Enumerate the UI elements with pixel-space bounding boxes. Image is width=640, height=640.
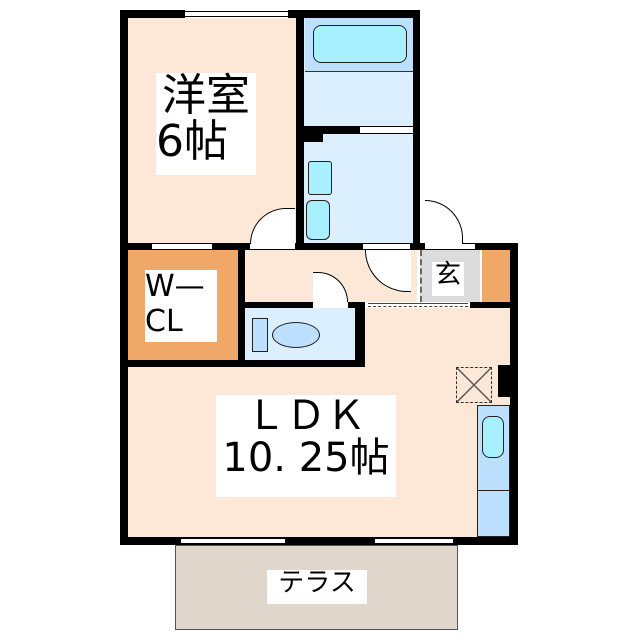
ldk-size: 10. 25帖 bbox=[222, 435, 390, 481]
walk-in-closet-label: W— CL bbox=[145, 269, 217, 342]
kitchen-sink-icon bbox=[482, 416, 504, 458]
bedroom-door[interactable] bbox=[250, 244, 295, 249]
ldk-label: ＬＤＫ 10. 25帖 bbox=[216, 395, 396, 497]
window-top bbox=[185, 11, 288, 17]
entrance-door-swing bbox=[425, 200, 463, 244]
terrace-name: テラス bbox=[278, 568, 356, 598]
toilet-bowl-icon bbox=[272, 322, 320, 348]
ldk-name: ＬＤＫ bbox=[246, 393, 366, 439]
western-room-name: 洋室 bbox=[162, 70, 250, 121]
wall-pillar bbox=[303, 126, 323, 142]
window-bottom-left bbox=[181, 538, 285, 544]
washroom-door[interactable] bbox=[363, 244, 410, 249]
shoe-storage bbox=[482, 250, 510, 302]
wall-bottom bbox=[120, 537, 518, 545]
wall-top-right bbox=[288, 10, 420, 18]
wall-top-left bbox=[120, 10, 185, 18]
wall-bath-right bbox=[413, 10, 420, 250]
wic-line2: CL bbox=[145, 303, 183, 339]
toilet-tank-icon bbox=[252, 318, 268, 352]
wall-bedroom-right bbox=[296, 10, 304, 250]
toilet-door[interactable] bbox=[313, 302, 348, 308]
entrance-door[interactable] bbox=[425, 244, 475, 249]
entrance-label: 玄 bbox=[432, 260, 464, 296]
window-bottom-right bbox=[375, 538, 453, 544]
washbasin-icon bbox=[308, 161, 332, 195]
wall-hall-bottom bbox=[245, 302, 365, 308]
bath-door[interactable] bbox=[360, 127, 413, 133]
western-room-size: 6帖 bbox=[156, 116, 228, 168]
kitchen-divider bbox=[477, 490, 510, 537]
western-room-label: 洋室 6帖 bbox=[156, 70, 256, 175]
refrigerator-space-icon bbox=[456, 367, 492, 403]
closet-door-top[interactable] bbox=[152, 244, 212, 249]
entrance-name: 玄 bbox=[434, 260, 461, 290]
wall-entrance-bottom bbox=[470, 302, 518, 308]
wall-outer-left bbox=[120, 10, 128, 545]
wall-outer-right bbox=[510, 243, 518, 545]
bathtub-icon bbox=[313, 25, 407, 63]
wic-line1: W— bbox=[145, 269, 205, 304]
wall-closet-bottom bbox=[120, 360, 365, 367]
wall-toilet-right bbox=[355, 302, 365, 367]
wall-closet-right bbox=[238, 250, 245, 367]
wall-bath-wash bbox=[303, 126, 413, 134]
entrance-step bbox=[368, 303, 468, 307]
wall-kitchen-pillar bbox=[498, 365, 510, 397]
washing-machine-icon bbox=[306, 200, 330, 240]
terrace-label: テラス bbox=[267, 568, 367, 604]
